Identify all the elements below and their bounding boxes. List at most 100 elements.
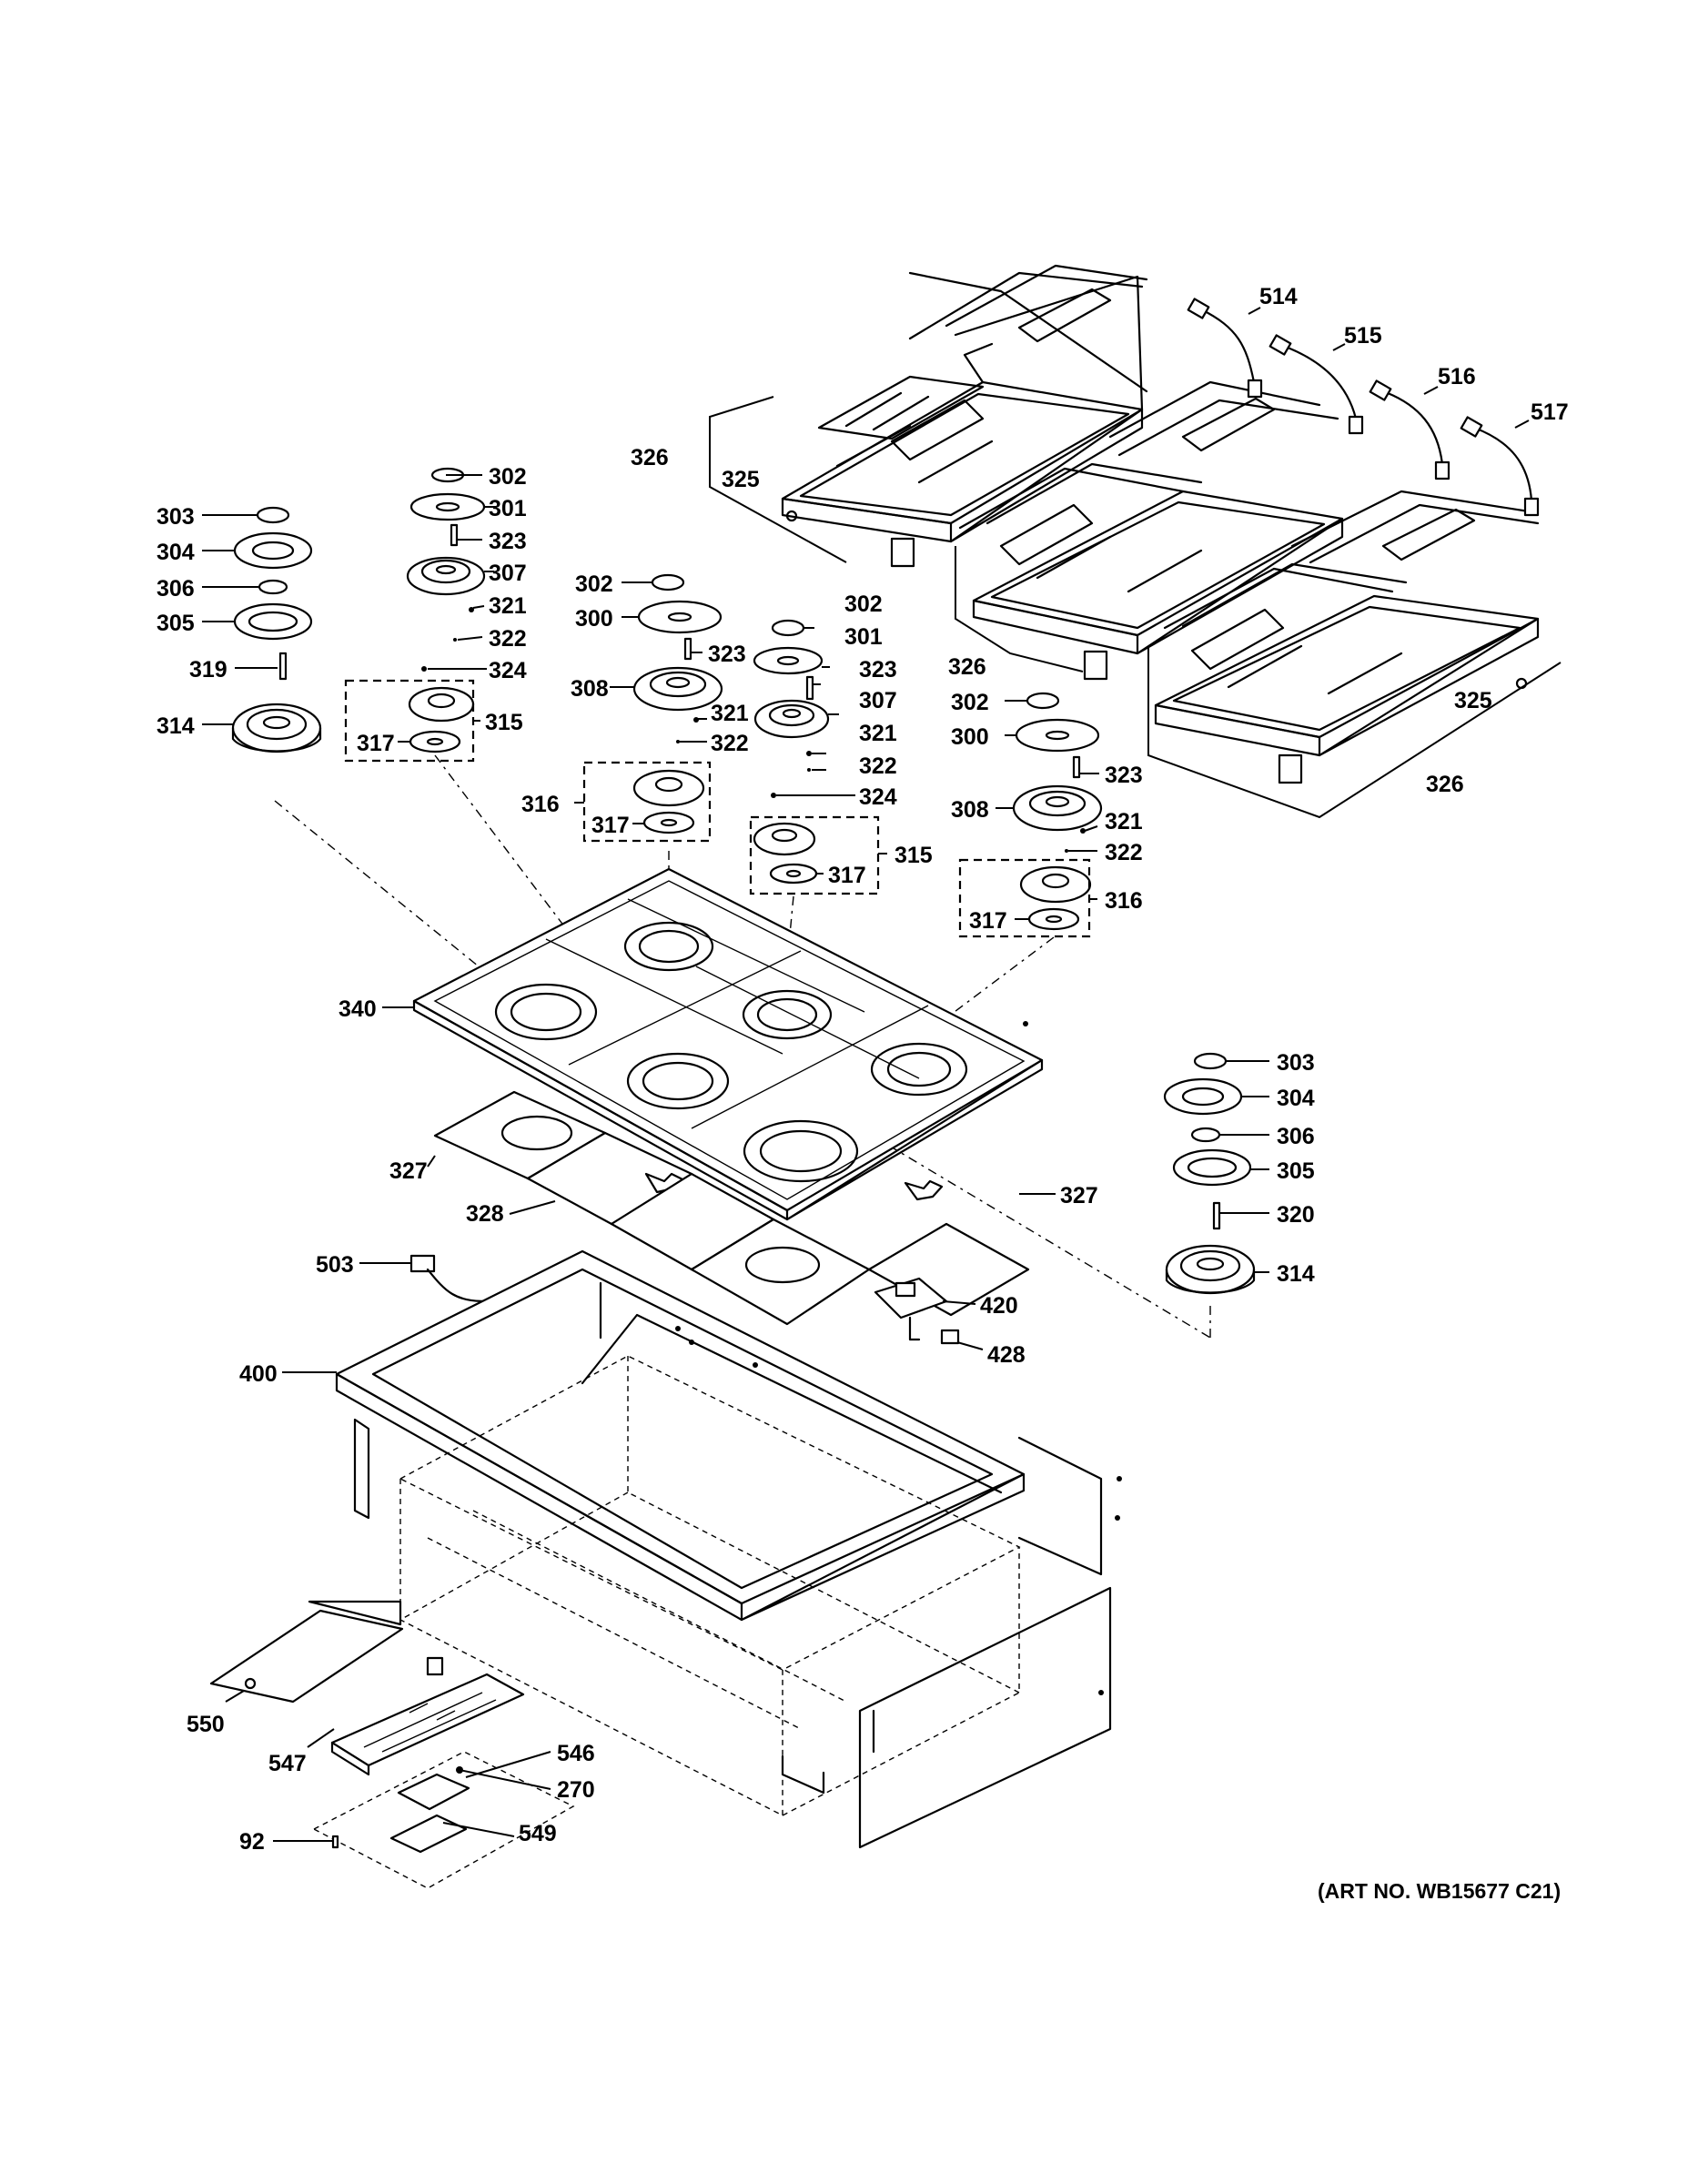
- cover-plate-550: [209, 1600, 404, 1704]
- callout-305b: 305: [1277, 1158, 1315, 1184]
- grate-assembly-right: [1154, 490, 1540, 784]
- callout-328: 328: [466, 1201, 504, 1227]
- callout-307a: 307: [489, 561, 527, 586]
- leader-517: [1514, 420, 1530, 429]
- burner-box-chassis: [353, 1281, 1122, 1849]
- burner-stack-col5: [1012, 692, 1103, 931]
- callout-321b: 321: [711, 701, 749, 726]
- callout-302c: 302: [844, 592, 883, 617]
- callout-322b: 322: [711, 731, 749, 756]
- callout-303a: 303: [157, 504, 195, 530]
- board-tray-549: [312, 1751, 575, 1889]
- callout-503: 503: [316, 1252, 354, 1278]
- callout-321a: 321: [489, 593, 527, 619]
- callout-308b: 308: [951, 797, 989, 823]
- callout-306a: 306: [157, 576, 195, 602]
- leader-546: [465, 1751, 551, 1778]
- callout-400: 400: [239, 1361, 278, 1387]
- leader-549: [442, 1822, 515, 1837]
- trim-frame-400: [335, 1249, 1026, 1622]
- leader-327a: [427, 1155, 436, 1168]
- burner-stack-right: [1163, 1052, 1256, 1295]
- callout-321d: 321: [1105, 809, 1143, 834]
- callout-301a: 301: [489, 496, 527, 521]
- leader-321d: [1084, 825, 1098, 832]
- leader-515: [1332, 343, 1346, 351]
- callout-516: 516: [1438, 364, 1476, 389]
- callout-327a: 327: [389, 1158, 428, 1184]
- callout-316b: 316: [1105, 888, 1143, 914]
- gas-hose-515: [1269, 334, 1364, 435]
- callout-306b: 306: [1277, 1124, 1315, 1149]
- callout-428: 428: [987, 1342, 1026, 1368]
- control-board-547: [330, 1656, 525, 1776]
- callout-302b: 302: [575, 571, 613, 597]
- bracket-326-top: [709, 396, 847, 563]
- callout-322a: 322: [489, 626, 527, 652]
- callout-308a: 308: [571, 676, 609, 702]
- callout-304b: 304: [1277, 1086, 1315, 1111]
- callout-302a: 302: [489, 464, 527, 490]
- callout-300b: 300: [951, 724, 989, 750]
- clip-428: [940, 1329, 960, 1345]
- leader-270: [459, 1769, 551, 1790]
- callout-92: 92: [239, 1829, 265, 1855]
- burner-stack-left: [231, 506, 322, 753]
- callout-514: 514: [1259, 284, 1298, 309]
- callout-323b: 323: [708, 642, 746, 667]
- callout-270: 270: [557, 1777, 595, 1803]
- leader-428: [956, 1341, 984, 1350]
- callout-307b: 307: [859, 688, 897, 713]
- callout-304a: 304: [157, 540, 195, 565]
- callout-550: 550: [187, 1712, 225, 1737]
- callout-326-right: 326: [1426, 772, 1464, 797]
- callout-314a: 314: [157, 713, 195, 739]
- callout-300a: 300: [575, 606, 613, 632]
- callout-317a: 317: [357, 731, 395, 756]
- leader-321a: [472, 605, 485, 609]
- leader-328: [509, 1200, 556, 1215]
- callout-327b: 327: [1060, 1183, 1098, 1208]
- callout-317c: 317: [828, 863, 866, 888]
- callout-517: 517: [1531, 399, 1569, 425]
- leader-550: [225, 1690, 245, 1703]
- bracket-326-mid: [955, 546, 1084, 672]
- callout-323d: 323: [1105, 763, 1143, 788]
- callout-322c: 322: [859, 753, 897, 779]
- callout-340: 340: [339, 996, 377, 1022]
- insulation-panels: [433, 1090, 1030, 1326]
- callout-316a: 316: [521, 792, 560, 817]
- dashed-box-315b: [749, 815, 880, 895]
- callout-305a: 305: [157, 611, 195, 636]
- callout-labels: 514 515 516 517 326 325 326 325 326 303 …: [157, 284, 1569, 1903]
- cooktop-main-top: [412, 867, 1044, 1221]
- callout-546: 546: [557, 1741, 595, 1766]
- grate-bumper-left: [785, 510, 798, 522]
- callout-315b: 315: [895, 843, 933, 868]
- gas-hose-517: [1460, 416, 1540, 517]
- leader-420: [942, 1300, 976, 1305]
- leader-514: [1248, 307, 1261, 315]
- callout-515: 515: [1344, 323, 1382, 349]
- callout-320: 320: [1277, 1202, 1315, 1228]
- callout-325-top: 325: [722, 467, 760, 492]
- callout-321c: 321: [859, 721, 897, 746]
- callout-315a: 315: [485, 710, 523, 735]
- callout-549: 549: [519, 1821, 557, 1846]
- callout-420: 420: [980, 1293, 1018, 1319]
- callout-317d: 317: [969, 908, 1007, 934]
- callout-323c: 323: [859, 657, 897, 682]
- callout-326-top: 326: [631, 445, 669, 470]
- callout-324a: 324: [489, 658, 527, 683]
- leader-516: [1423, 386, 1439, 395]
- grate-assembly-middle: [958, 380, 1344, 681]
- burner-stack-col3: [632, 573, 723, 834]
- burner-stack-col4: [753, 619, 830, 885]
- callout-323a: 323: [489, 529, 527, 554]
- grate-assembly-left: [781, 264, 1148, 568]
- spark-module-420: [874, 1277, 948, 1341]
- callout-302d: 302: [951, 690, 989, 715]
- leader-322a: [457, 636, 483, 641]
- gas-hose-514: [1187, 298, 1263, 399]
